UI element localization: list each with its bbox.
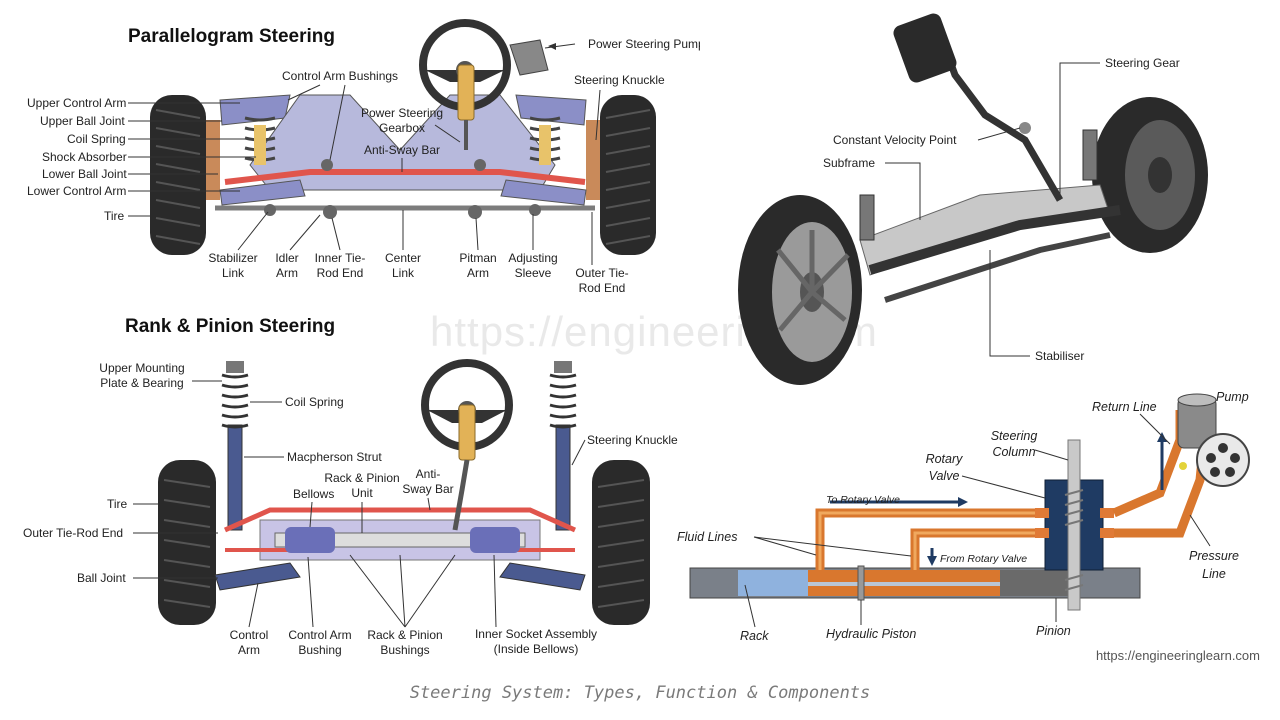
rp-left-tire-icon xyxy=(158,460,216,625)
label-shock-absorber: Shock Absorber xyxy=(42,150,127,164)
label-center-link-1: Center xyxy=(385,251,421,265)
label-rack-pinion-unit-1: Rack & Pinion xyxy=(324,471,399,485)
subframe-view-diagram: Steering Gear Constant Velocity Point Su… xyxy=(738,13,1208,385)
label-outer-tie-rod-1: Outer Tie- xyxy=(575,266,628,280)
label-stabiliser: Stabiliser xyxy=(1035,349,1084,363)
label-adjusting-sleeve-1: Adjusting xyxy=(508,251,557,265)
label-pitman-arm-1: Pitman xyxy=(459,251,496,265)
label-rotary-valve-1: Rotary xyxy=(926,452,964,466)
label-pressure-line-2: Line xyxy=(1202,567,1226,581)
label-control-arm-2: Arm xyxy=(238,643,260,657)
pump-icon xyxy=(1177,393,1250,487)
label-constant-velocity-point: Constant Velocity Point xyxy=(833,133,957,147)
label-outer-tie-rod-end: Outer Tie-Rod End xyxy=(23,526,123,540)
label-steering-knuckle: Steering Knuckle xyxy=(587,433,678,447)
label-power-steering-pump: Power Steering Pump xyxy=(588,37,700,51)
label-upper-control-arm: Upper Control Arm xyxy=(27,96,126,110)
label-to-rotary-valve: To Rotary Valve xyxy=(826,494,900,506)
label-hydraulic-piston: Hydraulic Piston xyxy=(826,627,916,641)
right-tire-icon xyxy=(600,95,656,255)
label-return-line: Return Line xyxy=(1092,400,1157,414)
label-inner-tie-rod-1: Inner Tie- xyxy=(315,251,366,265)
label-from-rotary-valve: From Rotary Valve xyxy=(940,553,1027,565)
label-inner-socket-2: (Inside Bellows) xyxy=(494,642,579,656)
parallelogram-steering-diagram: Parallelogram Steering xyxy=(27,19,700,295)
label-subframe: Subframe xyxy=(823,156,875,170)
label-coil-spring: Coil Spring xyxy=(285,395,344,409)
label-upper-mounting-1: Upper Mounting xyxy=(99,361,184,375)
label-control-arm-1: Control xyxy=(230,628,269,642)
source-credit: https://engineeringlearn.com xyxy=(1095,648,1260,663)
label-macpherson-strut: Macpherson Strut xyxy=(287,450,382,464)
label-steering-column-2: Column xyxy=(992,445,1035,459)
rack-pinion-title: Rank & Pinion Steering xyxy=(125,316,335,337)
label-stabilizer-link-2: Link xyxy=(222,266,245,280)
label-anti-sway-bar-1: Anti- xyxy=(416,467,441,481)
label-anti-sway-bar: Anti-Sway Bar xyxy=(364,143,440,157)
label-power-steering-gearbox-1: Power Steering xyxy=(361,106,443,120)
label-idler-arm-1: Idler xyxy=(275,251,298,265)
label-inner-tie-rod-2: Rod End xyxy=(317,266,364,280)
label-ball-joint: Ball Joint xyxy=(77,571,126,585)
label-upper-ball-joint: Upper Ball Joint xyxy=(40,114,125,128)
label-inner-socket-1: Inner Socket Assembly xyxy=(475,627,597,641)
label-center-link-2: Link xyxy=(392,266,415,280)
label-lower-ball-joint: Lower Ball Joint xyxy=(42,167,127,181)
rack-pinion-steering-diagram: Rank & Pinion Steering xyxy=(23,316,678,657)
label-rack-pinion-unit-2: Unit xyxy=(351,486,373,500)
label-fluid-lines: Fluid Lines xyxy=(677,530,737,544)
label-pitman-arm-2: Arm xyxy=(467,266,489,280)
front-wheel-icon xyxy=(738,195,862,385)
label-adjusting-sleeve-2: Sleeve xyxy=(515,266,552,280)
label-pump: Pump xyxy=(1216,390,1249,404)
parallelogram-title: Parallelogram Steering xyxy=(128,26,335,47)
figure-caption: Steering System: Types, Function & Compo… xyxy=(409,683,871,703)
label-lower-control-arm: Lower Control Arm xyxy=(27,184,126,198)
label-rack: Rack xyxy=(740,629,769,643)
label-steering-column-1: Steering xyxy=(991,429,1038,443)
label-rack-pinion-bushings-1: Rack & Pinion xyxy=(367,628,442,642)
label-anti-sway-bar-2: Sway Bar xyxy=(402,482,453,496)
hydraulic-steering-diagram: Return Line Pump Steering Column Rotary … xyxy=(677,390,1250,643)
label-control-arm-bushing-2: Bushing xyxy=(298,643,341,657)
label-coil-spring: Coil Spring xyxy=(67,132,126,146)
label-stabilizer-link-1: Stabilizer xyxy=(208,251,257,265)
label-idler-arm-2: Arm xyxy=(276,266,298,280)
label-power-steering-gearbox-2: Gearbox xyxy=(379,121,425,135)
label-rotary-valve-2: Valve xyxy=(929,469,960,483)
label-tire: Tire xyxy=(104,209,125,223)
label-steering-gear: Steering Gear xyxy=(1105,56,1180,70)
label-upper-mounting-2: Plate & Bearing xyxy=(100,376,183,390)
label-pressure-line-1: Pressure xyxy=(1189,549,1239,563)
label-rack-pinion-bushings-2: Bushings xyxy=(380,643,429,657)
label-pinion: Pinion xyxy=(1036,624,1071,638)
label-control-arm-bushings: Control Arm Bushings xyxy=(282,69,398,83)
label-steering-knuckle: Steering Knuckle xyxy=(574,73,665,87)
rear-wheel-icon xyxy=(1092,97,1208,253)
label-bellows: Bellows xyxy=(293,487,334,501)
label-outer-tie-rod-2: Rod End xyxy=(579,281,626,295)
rp-right-tire-icon xyxy=(592,460,650,625)
left-tire-icon xyxy=(150,95,206,255)
label-control-arm-bushing-1: Control Arm xyxy=(288,628,351,642)
label-tire: Tire xyxy=(107,497,128,511)
